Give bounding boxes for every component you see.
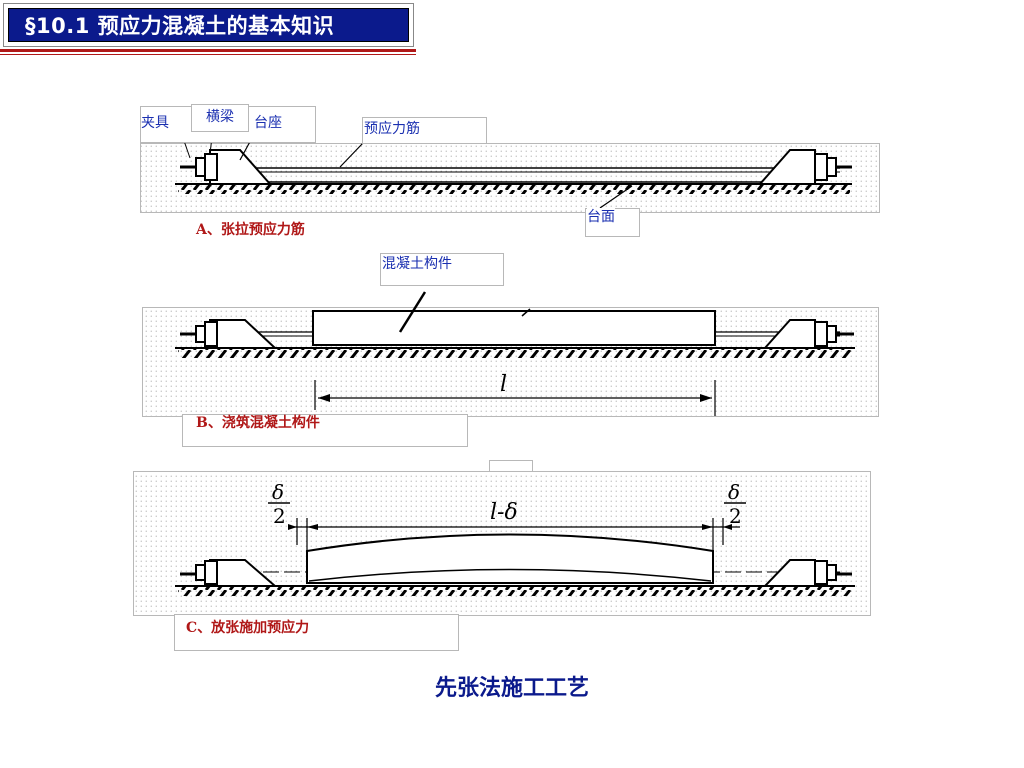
delta-numerator-right: δ — [728, 480, 741, 504]
label-clamp: 夹具 — [141, 114, 169, 132]
label-tendon: 预应力筋 — [364, 120, 420, 138]
figure-c-drawing — [134, 472, 870, 615]
label-crossbeam: 横梁 — [206, 108, 234, 126]
dimension-l: l — [500, 372, 508, 397]
title-frame: §10.1 预应力混凝土的基本知识 — [3, 3, 414, 47]
label-pedestal: 台座 — [254, 114, 282, 132]
caption-box-b — [182, 414, 468, 447]
label-member: 混凝土构件 — [382, 255, 452, 273]
figure-b-drawing — [143, 291, 878, 416]
delta-denominator-left: 2 — [273, 504, 286, 528]
label-box-c-top — [489, 460, 533, 472]
page-title: §10.1 预应力混凝土的基本知识 — [8, 8, 409, 42]
dimension-l-minus-delta: l-δ — [490, 500, 518, 525]
title-underline — [0, 49, 416, 52]
slide-subtitle: 先张法施工工艺 — [434, 676, 589, 701]
caption-a: A、张拉预应力筋 — [196, 222, 305, 238]
caption-c: C、放张施加预应力 — [186, 620, 310, 636]
label-bed: 台面 — [587, 208, 615, 226]
delta-numerator-left: δ — [272, 480, 285, 504]
caption-b: B、浇筑混凝土构件 — [196, 415, 320, 431]
figure-a-drawing — [141, 127, 879, 212]
caption-box-c — [174, 614, 459, 651]
delta-denominator-right: 2 — [729, 504, 742, 528]
title-underline-thin — [0, 54, 416, 55]
